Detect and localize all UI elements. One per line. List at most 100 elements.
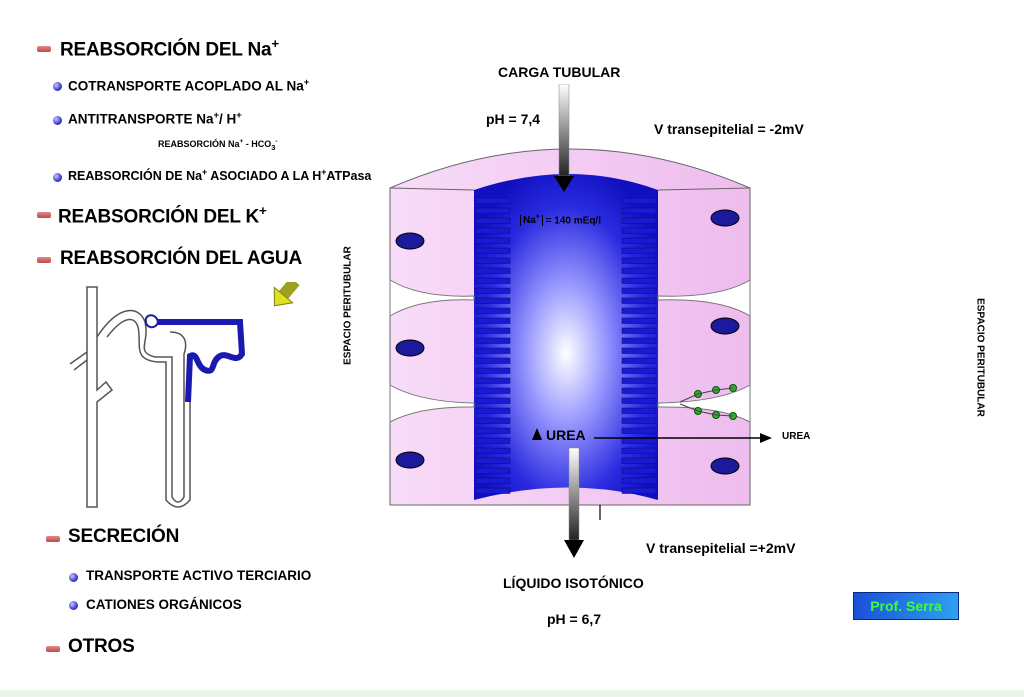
microvillus xyxy=(621,287,657,294)
microvillus xyxy=(475,217,511,224)
microvillus xyxy=(475,427,511,434)
microvillus xyxy=(475,247,511,254)
blue-bullet-icon xyxy=(69,573,78,582)
heading-otros: OTROS xyxy=(68,636,135,657)
microvillus xyxy=(475,327,511,334)
microvillus xyxy=(621,277,657,284)
microvillus xyxy=(475,437,511,444)
microvillus xyxy=(475,307,511,314)
microvillus xyxy=(621,227,657,234)
microvillus xyxy=(621,257,657,264)
microvillus xyxy=(621,327,657,334)
label-ph-out: pH = 6,7 xyxy=(547,611,602,627)
red-bullet-icon xyxy=(37,212,51,218)
lumen xyxy=(474,174,658,500)
label-liquido-isotonico: LÍQUIDO ISOTÓNICO xyxy=(503,575,644,591)
nucleus xyxy=(710,317,740,335)
microvillus xyxy=(475,197,511,204)
microvillus xyxy=(475,447,511,454)
down-arrow-icon xyxy=(564,448,584,558)
microvillus xyxy=(475,357,511,364)
microvillus xyxy=(621,307,657,314)
microvillus xyxy=(475,207,511,214)
nucleus xyxy=(710,209,740,227)
microvillus xyxy=(621,447,657,454)
red-bullet-icon xyxy=(46,536,60,542)
heading-reabsorcion-agua: REABSORCIÓN DEL AGUA xyxy=(60,248,302,269)
label-v-trans-top: V transepitelial = -2mV xyxy=(654,121,804,137)
nucleus xyxy=(395,339,425,357)
microvillus xyxy=(621,487,657,494)
label-ph-in: pH = 7,4 xyxy=(486,111,541,127)
microvillus xyxy=(621,407,657,414)
microvillus xyxy=(475,227,511,234)
blue-bullet-icon xyxy=(53,82,62,91)
microvillus xyxy=(621,467,657,474)
microvillus xyxy=(621,207,657,214)
item-reab-atpasa: REABSORCIÓN DE Na+ ASOCIADO A LA H+ATPas… xyxy=(68,167,372,184)
microvillus xyxy=(621,457,657,464)
red-bullet-icon xyxy=(46,646,60,652)
heading-secrecion: SECRECIÓN xyxy=(68,526,180,547)
up-triangle-icon xyxy=(532,428,542,440)
label-urea-inner: UREA xyxy=(546,427,586,443)
label-espacio-right: ESPACIO PERITUBULAR xyxy=(974,298,986,417)
microvillus xyxy=(475,367,511,374)
heading-reabsorcion-k: REABSORCIÓN DEL K+ xyxy=(58,203,267,228)
microvillus xyxy=(621,417,657,424)
blue-bullet-icon xyxy=(53,173,62,182)
microvillus xyxy=(621,247,657,254)
distal-tubule xyxy=(158,319,246,403)
microvillus xyxy=(475,277,511,284)
microvillus xyxy=(621,337,657,344)
microvillus xyxy=(621,297,657,304)
microvillus xyxy=(475,477,511,484)
item-cotransporte: COTRANSPORTE ACOPLADO AL Na+ xyxy=(68,77,310,94)
right-arrow-icon xyxy=(594,433,772,443)
microvillus xyxy=(621,427,657,434)
microvillus xyxy=(475,297,511,304)
microvillus xyxy=(475,267,511,274)
microvillus xyxy=(475,387,511,394)
nucleus xyxy=(395,451,425,469)
down-arrow-icon xyxy=(554,84,574,192)
blue-bullet-icon xyxy=(53,116,62,125)
microvillus xyxy=(475,237,511,244)
microvillus xyxy=(475,287,511,294)
nephron-diagram xyxy=(69,282,300,508)
microvillus xyxy=(475,397,511,404)
item-transporte-terciario: TRANSPORTE ACTIVO TERCIARIO xyxy=(86,568,312,583)
nucleus xyxy=(710,457,740,475)
nucleus xyxy=(395,232,425,250)
microvillus xyxy=(475,337,511,344)
label-carga-tubular: CARGA TUBULAR xyxy=(498,64,621,80)
microvillus xyxy=(475,487,511,494)
microvillus xyxy=(621,347,657,354)
label-v-trans-bottom: V transepitelial =+2mV xyxy=(646,540,796,556)
microvillus xyxy=(621,197,657,204)
microvillus xyxy=(621,377,657,384)
microvillus xyxy=(475,457,511,464)
tubule-diagram xyxy=(389,148,751,520)
microvillus xyxy=(475,257,511,264)
label-espacio-left: ESPACIO PERITUBULAR xyxy=(342,246,354,365)
microvillus xyxy=(475,347,511,354)
microvillus xyxy=(621,397,657,404)
microvillus xyxy=(475,317,511,324)
red-bullet-icon xyxy=(37,257,51,263)
item-antitransporte: ANTITRANSPORTE Na+/ H+ xyxy=(68,110,242,127)
red-bullet-icon xyxy=(37,46,51,52)
microvillus xyxy=(475,417,511,424)
yellow-arrow-icon xyxy=(273,282,300,307)
microvillus xyxy=(621,217,657,224)
label-na-concentration: Na+ = 140 mEq/l xyxy=(520,214,601,227)
heading-reabsorcion-na: REABSORCIÓN DEL Na+ xyxy=(60,36,279,61)
blue-bullet-icon xyxy=(69,601,78,610)
label-urea-outer: UREA xyxy=(782,431,811,442)
microvillus xyxy=(621,477,657,484)
microvillus xyxy=(621,357,657,364)
microvillus xyxy=(621,387,657,394)
prof-serra-badge: Prof. Serra xyxy=(853,592,959,620)
microvillus xyxy=(621,317,657,324)
microvillus xyxy=(475,467,511,474)
